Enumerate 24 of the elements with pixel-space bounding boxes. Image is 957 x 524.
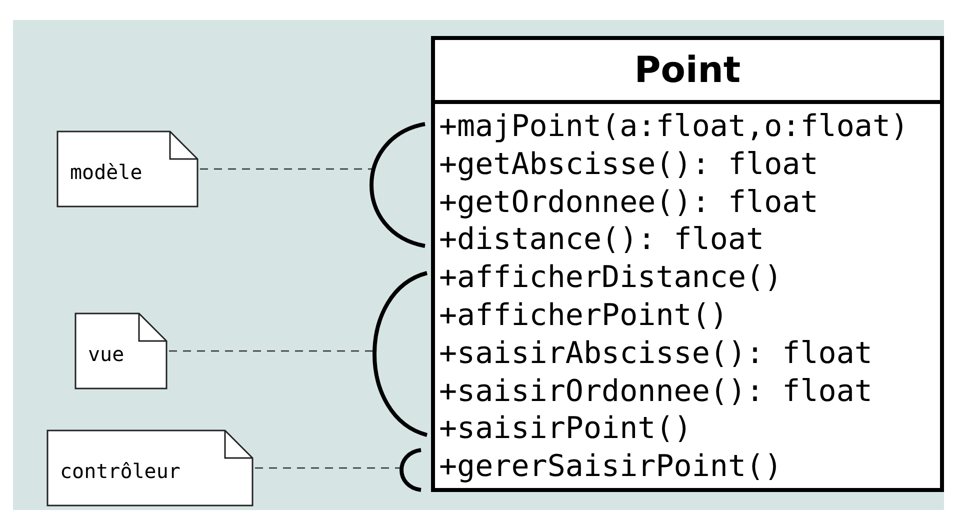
note-text: contrôleur <box>60 459 180 483</box>
note-text: vue <box>88 342 124 366</box>
method-signature: +afficherDistance() <box>439 259 782 297</box>
method-signature: +saisirPoint() <box>439 410 692 448</box>
method-signature: +distance(): float <box>439 221 764 260</box>
note-shape <box>47 430 253 506</box>
dashed-connector <box>200 168 372 170</box>
note-shape <box>75 313 167 389</box>
dashed-connector <box>255 467 402 469</box>
method-signature: +gererSaisirPoint() <box>439 448 782 486</box>
method-signature: +saisirOrdonnee(): float <box>439 372 872 410</box>
bracket-arc <box>400 448 421 492</box>
method-signature: +afficherPoint() <box>439 296 728 335</box>
class-name: Point <box>634 50 741 90</box>
dashed-connector <box>169 350 375 352</box>
bracket-arc <box>373 271 427 437</box>
class-box <box>431 36 944 492</box>
method-signature: +getAbscisse(): float <box>439 146 818 184</box>
note-shape <box>57 131 198 207</box>
bracket-arc <box>370 122 425 248</box>
note-text: modèle <box>70 160 142 184</box>
method-signature: +saisirAbscisse(): float <box>439 334 872 373</box>
method-signature: +getOrdonnee(): float <box>439 184 818 222</box>
method-signature: +majPoint(a:float,o:float) <box>439 108 909 146</box>
